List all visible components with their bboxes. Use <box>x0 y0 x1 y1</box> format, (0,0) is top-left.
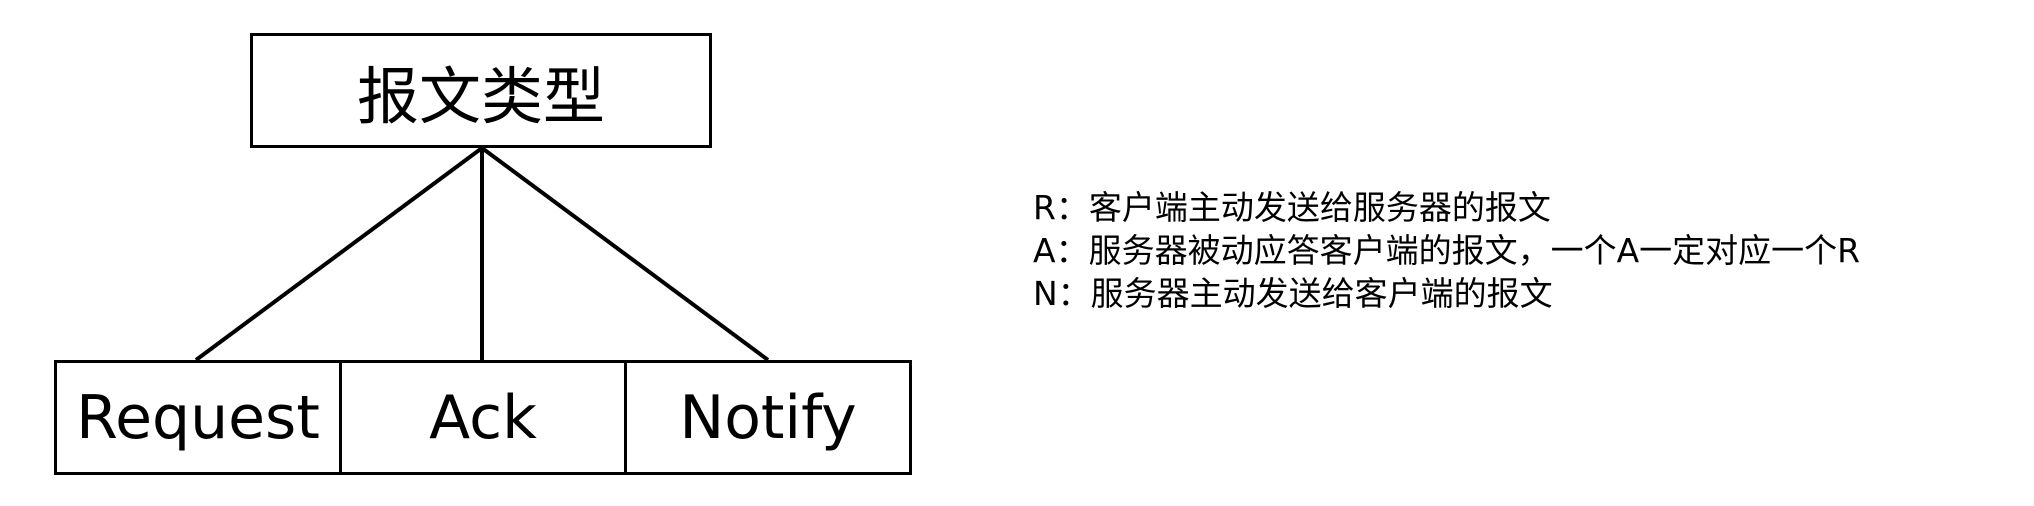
legend-line-n: N：服务器主动发送给客户端的报文 <box>1033 274 1553 313</box>
child-node-notify: Notify <box>627 363 909 472</box>
child-node-label: Notify <box>679 382 857 453</box>
legend-line-a: A：服务器被动应答客户端的报文，一个A一定对应一个R <box>1033 231 1861 270</box>
root-node: 报文类型 <box>250 33 712 148</box>
child-node-label: Ack <box>429 382 537 453</box>
child-nodes-row: Request Ack Notify <box>54 360 912 475</box>
connector-request <box>194 146 484 362</box>
child-node-request: Request <box>57 363 342 472</box>
child-node-ack: Ack <box>342 363 627 472</box>
legend-line-r: R：客户端主动发送给服务器的报文 <box>1033 188 1551 227</box>
connector-notify <box>480 146 770 362</box>
root-node-label: 报文类型 <box>356 59 605 133</box>
legend: R：客户端主动发送给服务器的报文 A：服务器被动应答客户端的报文，一个A一定对应… <box>1033 186 1860 315</box>
child-node-label: Request <box>76 382 320 453</box>
